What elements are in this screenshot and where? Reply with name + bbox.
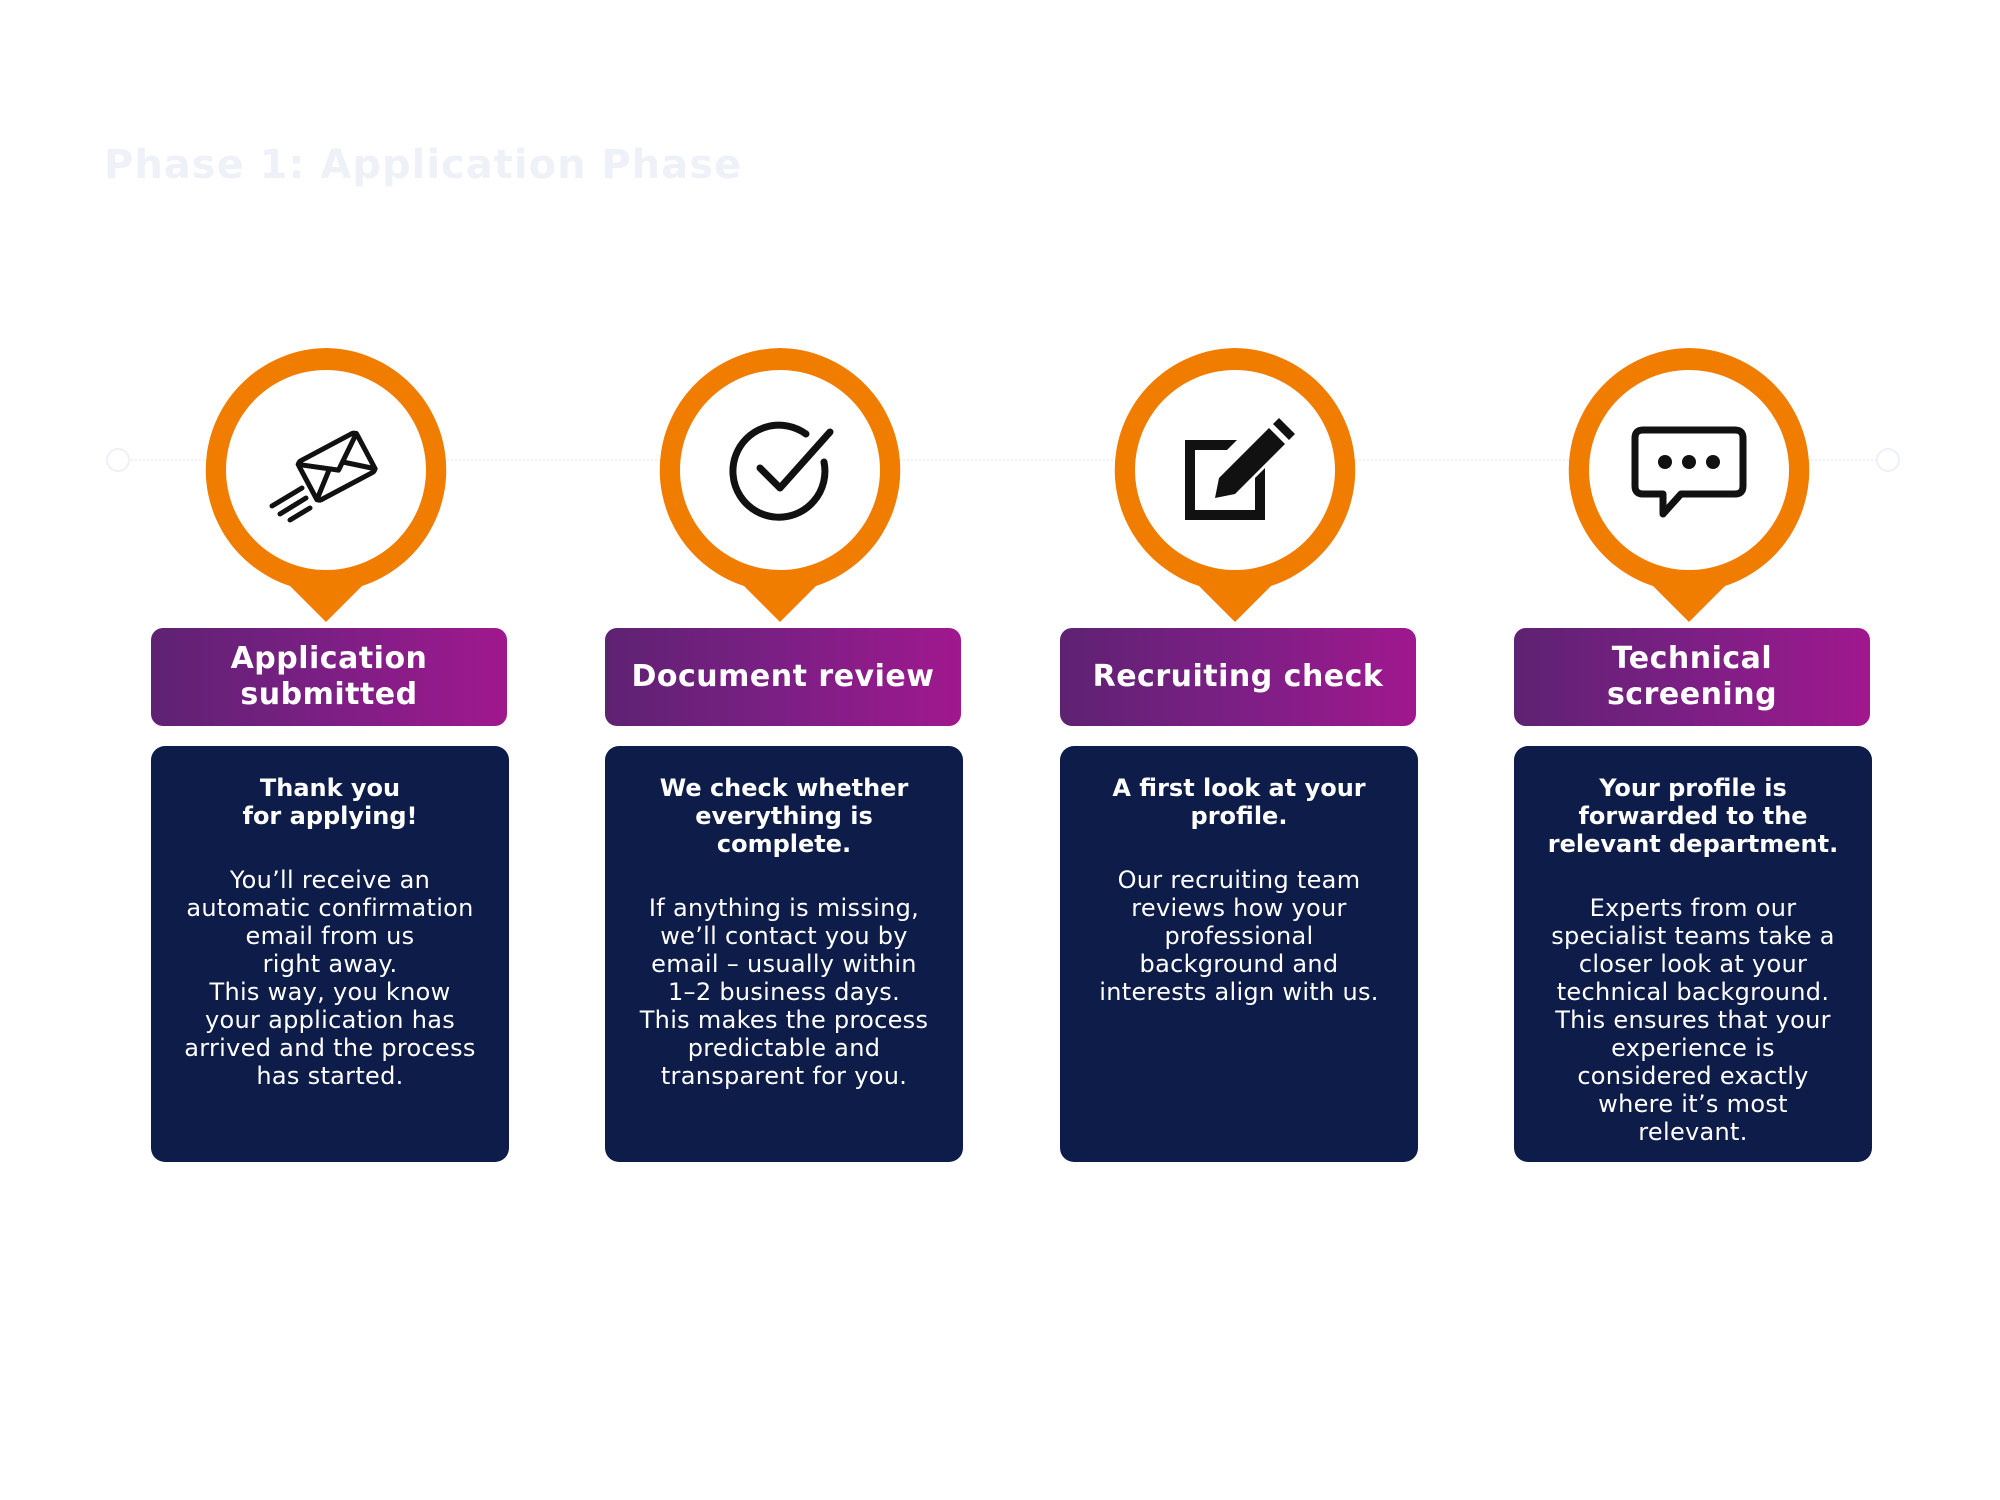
edit-pencil-icon <box>1175 410 1295 530</box>
step-label: Technical screening <box>1514 628 1870 726</box>
email-send-icon <box>266 410 386 530</box>
step-pin <box>204 346 448 624</box>
step-pin <box>658 346 902 624</box>
step-pin <box>1567 346 1811 624</box>
step-label: Recruiting check <box>1060 628 1416 726</box>
step-lead: Your profile is forwarded to the relevan… <box>1547 774 1839 858</box>
timeline-end-dot <box>1876 448 1900 472</box>
step-body: Experts from our specialist teams take a… <box>1551 894 1835 1146</box>
step-card: We check whether everything is complete.… <box>605 746 963 1162</box>
step-lead: We check whether everything is complete. <box>659 774 909 858</box>
step-pin <box>1113 346 1357 624</box>
step-application-submitted: Application submitted Thank you for appl… <box>151 344 509 1164</box>
timeline-line <box>115 459 1897 461</box>
step-body: If anything is missing, we’ll contact yo… <box>639 894 929 1090</box>
step-card: A first look at your profile. Our recrui… <box>1060 746 1418 1162</box>
checkmark-circle-icon <box>720 410 840 530</box>
step-label: Application submitted <box>151 628 507 726</box>
step-body: You’ll receive an automatic confirmation… <box>184 866 476 1090</box>
step-label: Document review <box>605 628 961 726</box>
step-recruiting-check: Recruiting check A first look at your pr… <box>1060 344 1418 1164</box>
phase-title: Phase 1: Application Phase <box>104 142 743 188</box>
timeline-start-dot <box>106 448 130 472</box>
step-card: Thank you for applying! You’ll receive a… <box>151 746 509 1162</box>
step-lead: Thank you for applying! <box>242 774 418 830</box>
step-body: Our recruiting team reviews how your pro… <box>1099 866 1379 1006</box>
step-technical-screening: Technical screening Your profile is forw… <box>1514 344 1872 1164</box>
chat-bubble-icon <box>1629 410 1749 530</box>
step-document-review: Document review We check whether everyth… <box>605 344 963 1164</box>
step-card: Your profile is forwarded to the relevan… <box>1514 746 1872 1162</box>
step-lead: A first look at your profile. <box>1112 774 1366 830</box>
